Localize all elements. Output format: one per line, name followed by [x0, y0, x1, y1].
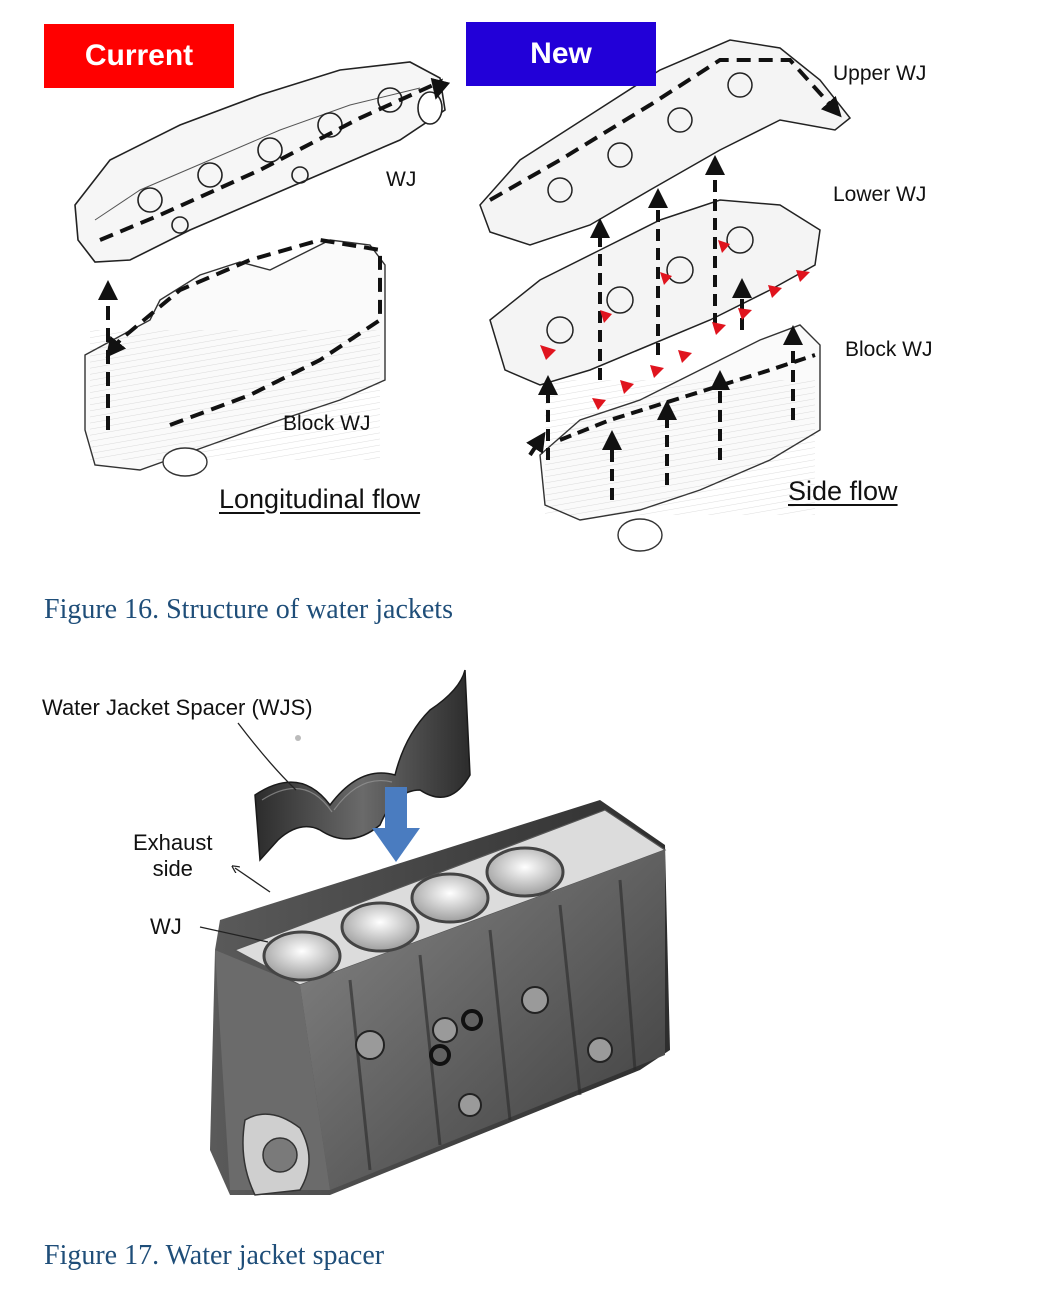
current-block-flow: [105, 237, 382, 427]
figure-17: Water Jacket Spacer (WJS) Exhaust side W…: [0, 650, 1044, 1210]
new-upper-flow: [489, 58, 842, 202]
current-badge: Current: [44, 24, 234, 88]
cylinder-bores: [262, 846, 565, 982]
new-block-wj-label: Block WJ: [845, 338, 933, 361]
new-badge: New: [466, 22, 656, 86]
new-lower-wj-label: Lower WJ: [833, 183, 927, 206]
new-upper-wj: [479, 39, 852, 246]
exhaust-side-label: Exhaust side: [133, 830, 213, 882]
current-head-flow: [99, 77, 451, 242]
spacer-label: Water Jacket Spacer (WJS): [42, 695, 313, 720]
current-head-wj: [74, 61, 446, 263]
current-block-wj: [84, 239, 386, 477]
new-flow-label: Side flow: [788, 476, 898, 506]
insertion-arrow: [372, 787, 420, 862]
new-upper-wj-label: Upper WJ: [833, 62, 927, 85]
engine-block-drawing: [199, 669, 670, 1196]
wj-label: WJ: [150, 914, 182, 939]
new-red-arrowheads: [540, 240, 810, 410]
current-wj-label: WJ: [386, 168, 417, 191]
water-jacket-drawing: [74, 39, 852, 552]
exhaust-label-line2: side: [152, 856, 193, 881]
engine-block: [210, 800, 670, 1196]
current-flow-label: Longitudinal flow: [219, 484, 421, 514]
figure-16-caption: Figure 16. Structure of water jackets: [44, 594, 453, 625]
exhaust-label-line1: Exhaust: [133, 830, 213, 855]
leader-lines: [199, 722, 297, 943]
new-vertical-arrows: [526, 155, 816, 500]
figure-16: Current New WJ Block WJ Longitudinal flo…: [0, 0, 1044, 570]
current-block-wj-label: Block WJ: [283, 412, 371, 435]
water-jacket-spacer: [254, 669, 471, 862]
figure-17-caption: Figure 17. Water jacket spacer: [44, 1240, 385, 1271]
